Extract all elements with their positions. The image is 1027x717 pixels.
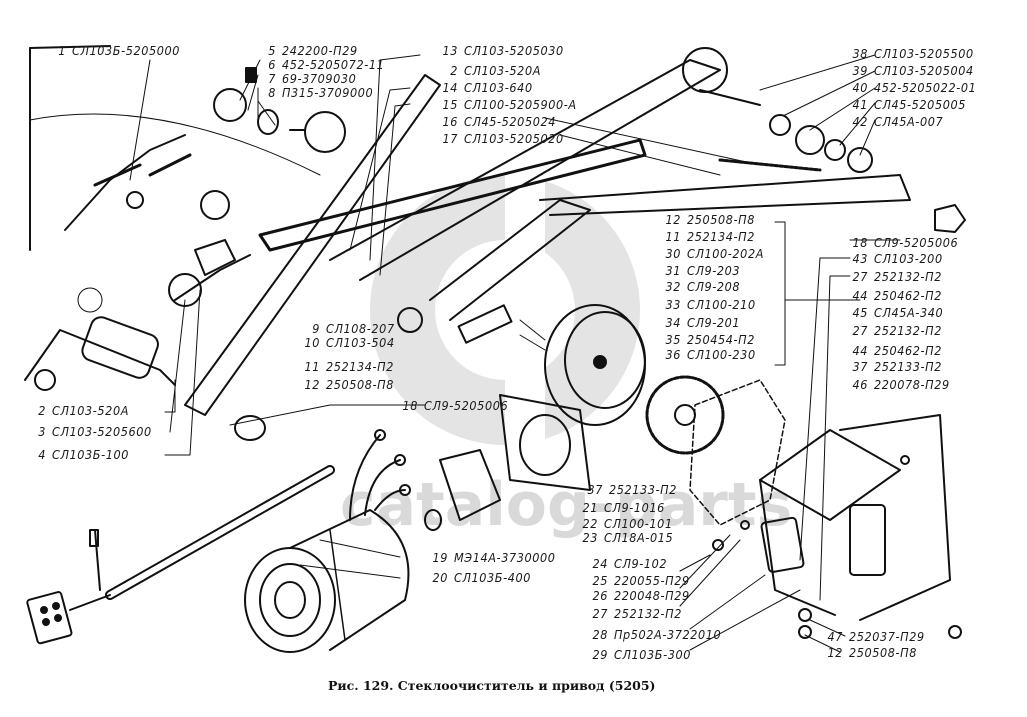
switch-housing bbox=[759, 414, 962, 639]
small-fasteners bbox=[234, 415, 750, 551]
wiring-harness bbox=[26, 465, 335, 645]
wiper-linkage bbox=[184, 47, 966, 416]
gearbox bbox=[499, 304, 725, 491]
left-wiper-drive bbox=[24, 239, 251, 391]
electric-motor bbox=[244, 429, 411, 653]
watermark-text: catalog-parts bbox=[340, 470, 793, 540]
figure-caption: Рис. 129. Стеклоочиститель и привод (520… bbox=[328, 678, 656, 693]
gear-cover-gasket bbox=[439, 379, 786, 526]
switch-knob-group bbox=[213, 67, 346, 153]
leader-lines bbox=[29, 47, 901, 653]
